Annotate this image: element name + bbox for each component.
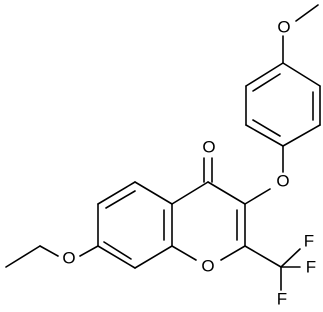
bond-benz-inner-c — [105, 190, 136, 209]
bond-phenyl-inner-c — [252, 73, 281, 92]
bond-methyl-methoxy-o — [295, 4, 319, 22]
bond-phenyl-6 — [245, 62, 284, 87]
bond-benz-2 — [134, 245, 173, 269]
bond-c4-c3 — [207, 181, 246, 205]
atom-fluorine-top: F — [304, 232, 314, 251]
bond-benz-6 — [134, 181, 173, 205]
atom-ether-oxygen: O — [276, 172, 289, 191]
bond-c4a-c4 — [171, 181, 209, 205]
bond-ring-o-c8a — [171, 245, 197, 261]
atom-fluorine-bottom: F — [277, 290, 287, 309]
atom-fluorine-right: F — [306, 258, 316, 277]
bond-benz-3 — [97, 245, 136, 269]
atom-methoxy-oxygen: O — [277, 18, 290, 37]
bond-phenyl-inner-b — [252, 119, 281, 137]
bond-benz-ethoxy-o — [79, 245, 99, 257]
bond-ethoxy-ch2-ch3 — [5, 245, 41, 268]
bond-c2-cf3 — [244, 245, 282, 268]
bond-phenyl-1 — [282, 62, 321, 87]
bond-phenyl-4 — [245, 124, 284, 147]
bond-benz-5 — [97, 181, 136, 205]
bond-ether-o-c3 — [244, 188, 271, 205]
bond-c2-ring-o — [220, 245, 246, 261]
atom-ring-oxygen: O — [201, 257, 214, 276]
atom-ethoxy-oxygen: O — [62, 249, 75, 268]
bond-phenyl-3 — [282, 124, 321, 147]
atom-carbonyl-oxygen: O — [202, 138, 215, 157]
bond-ethoxy-o-ch2 — [39, 245, 59, 257]
bond-cf3-f-top — [280, 248, 301, 268]
bond-benz-inner-b — [103, 241, 132, 260]
